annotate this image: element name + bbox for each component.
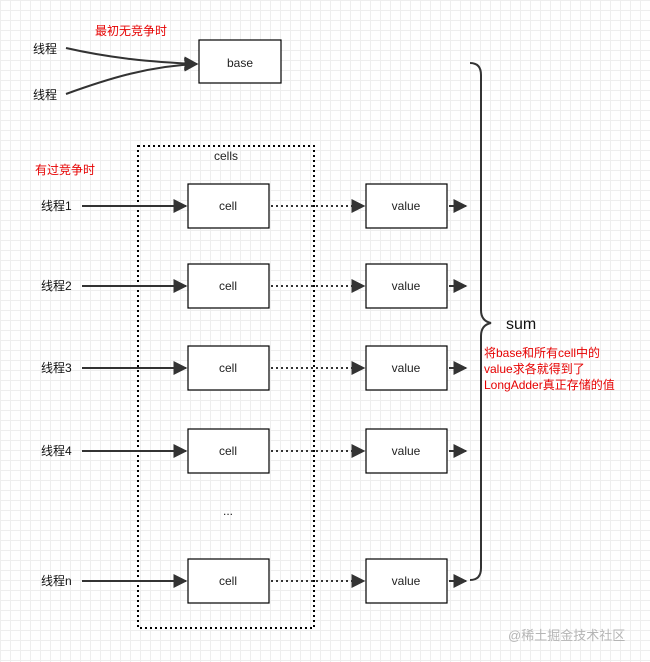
cells-label: cells (214, 149, 238, 163)
cell-label: cell (219, 361, 237, 375)
rows-group: 线程1 cell value 线程2 cell value 线程3 cell value 线程4 c… (41, 183, 468, 604)
watermark: @稀土掘金技术社区 (508, 628, 625, 643)
no-contention-title: 最初无竞争时 (95, 24, 167, 38)
thread-label: 线程3 (41, 360, 72, 375)
contention-title: 有过竞争时 (35, 163, 95, 177)
thread-label: 线程1 (41, 198, 72, 213)
cells-array-frame (137, 145, 315, 629)
value-label: value (392, 361, 421, 375)
note-line-1: 将base和所有cell中的 (484, 345, 600, 360)
thread-label: 线程n (41, 573, 72, 588)
value-box (365, 428, 448, 474)
cell-label: cell (219, 444, 237, 458)
note-line-2: value求各就得到了 (484, 361, 585, 376)
cell-label: cell (219, 199, 237, 213)
value-label: value (392, 199, 421, 213)
value-label: value (392, 279, 421, 293)
cell-box (187, 428, 270, 474)
top-thread-arrow-1 (65, 47, 199, 71)
cell-box (187, 345, 270, 391)
top-thread-label-1: 线程 (33, 41, 57, 56)
thread-label: 线程4 (41, 443, 72, 458)
ellipsis: ... (223, 504, 233, 518)
value-box (365, 345, 448, 391)
value-box (365, 183, 448, 229)
thread-label: 线程2 (41, 278, 72, 293)
note-line-3: LongAdder真正存储的值 (484, 377, 615, 392)
cell-label: cell (219, 279, 237, 293)
cell-box (187, 558, 270, 604)
cell-box (187, 183, 270, 229)
sum-brace (469, 62, 492, 581)
value-label: value (392, 574, 421, 588)
value-box (365, 263, 448, 309)
top-thread-arrow-2 (65, 57, 199, 95)
sum-label: sum (506, 316, 536, 333)
base-label: base (227, 56, 253, 70)
cell-box (187, 263, 270, 309)
value-box (365, 558, 448, 604)
value-label: value (392, 444, 421, 458)
cell-label: cell (219, 574, 237, 588)
base-box (198, 39, 282, 84)
top-thread-label-2: 线程 (33, 87, 57, 102)
